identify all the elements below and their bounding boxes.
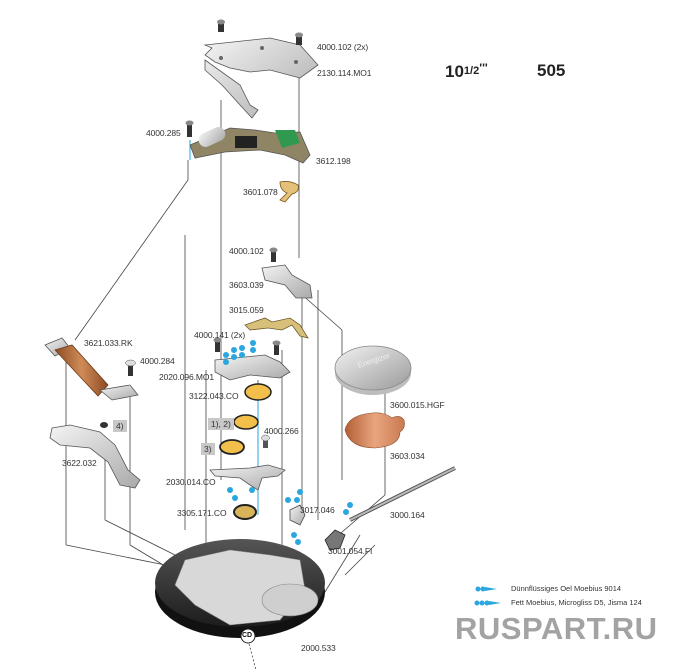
setting-lever-part — [244, 317, 309, 339]
legend-oil: Dünnflüssiges Oel Moebius 9014 — [511, 584, 622, 593]
spring-contact-part — [279, 181, 299, 203]
part-label: 4000.102 — [229, 246, 264, 256]
watermark: RUSPART.RU — [455, 611, 658, 646]
part-label: 3603.039 — [229, 280, 264, 290]
part-label: 3601.078 — [243, 187, 278, 197]
detent-part — [289, 504, 306, 526]
coil-lever-part — [44, 337, 139, 401]
part-label: 3612.198 — [316, 156, 351, 166]
wheel-2-part — [233, 414, 259, 430]
part-label: 3122.043.CO — [189, 391, 239, 401]
legend-grease: Fett Moebius, Microgliss D5, Jisma 124 — [511, 598, 642, 607]
note-tag: 1), 2) — [208, 418, 234, 430]
crown-pinion-part — [324, 529, 346, 551]
caliber-size-value: 10 — [445, 62, 464, 81]
rotor-part — [233, 504, 257, 520]
contact-bracket-part — [261, 247, 313, 299]
part-label: 3017.046 — [300, 505, 335, 515]
insulator-part — [344, 412, 405, 449]
stem-part — [349, 466, 456, 522]
part-label: 3015.059 — [229, 305, 264, 315]
module-assembly — [185, 120, 311, 164]
part-label: 2020.096.MO1 — [159, 372, 215, 382]
oil-drop-2-icon — [475, 586, 497, 592]
caliber-fraction: 1/2 — [463, 65, 480, 77]
lower-bridge-part — [209, 464, 286, 491]
screw-2-part — [261, 434, 270, 448]
train-bridge-part — [213, 337, 291, 381]
part-label: 4000.266 — [264, 426, 299, 436]
part-label: 3000.164 — [390, 510, 425, 520]
part-label: 3600.015.HGF — [390, 400, 445, 410]
wheel-3-part — [219, 439, 245, 455]
part-label: 3001.054.FI — [328, 546, 373, 556]
part-label: 2000.533 — [301, 643, 336, 653]
part-label: 3622.032 — [62, 458, 97, 468]
note-tag: 3) — [201, 443, 215, 455]
part-label: 2130.114.MO1 — [317, 68, 372, 78]
part-label: 4000.141 (2x) — [194, 330, 246, 340]
part-label: 4000.102 (2x) — [317, 42, 369, 52]
coil-bracket-part — [49, 424, 141, 489]
part-label: 3305.171.CO — [177, 508, 227, 518]
part-label: 2030.014.CO — [166, 477, 216, 487]
note-tag: 4) — [113, 420, 127, 432]
lube-markers — [223, 340, 353, 545]
mainplate-marker: CD — [242, 632, 252, 639]
part-label: 4000.285 — [146, 128, 181, 138]
mainplate-part — [155, 539, 325, 644]
wheel-1-part — [244, 383, 272, 401]
part-label: 4000.284 — [140, 356, 175, 366]
battery-part — [334, 345, 412, 395]
caliber-number: 505 — [537, 61, 566, 80]
caliber-ligne: ''' — [479, 61, 488, 75]
caliber-size: 101/2''' — [445, 61, 488, 82]
bridge-plate — [203, 19, 319, 119]
part-label: 3603.034 — [390, 451, 425, 461]
part-label: 3621.033.RK — [84, 338, 133, 348]
oil-drop-3-icon — [474, 600, 501, 606]
